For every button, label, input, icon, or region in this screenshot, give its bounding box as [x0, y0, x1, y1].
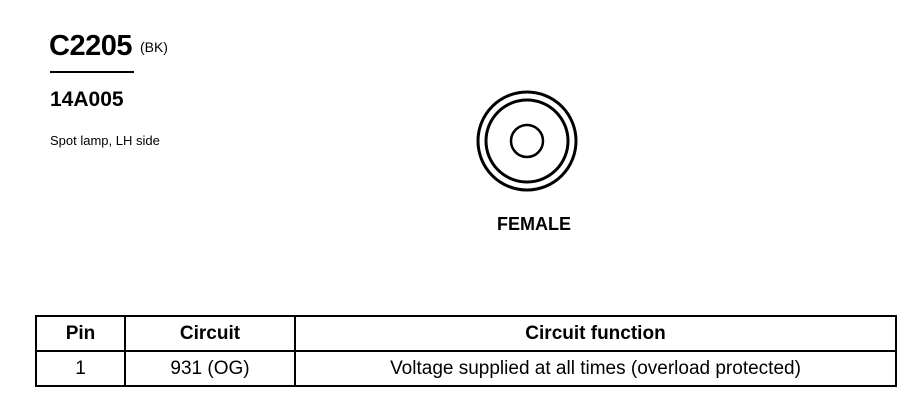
header-underline [50, 71, 134, 73]
column-header-pin: Pin [35, 315, 126, 352]
connector-header: C2205 (BK) [49, 30, 168, 63]
connector-id: C2205 [49, 30, 132, 62]
pin-table-header-row: Pin Circuit Circuit function [35, 315, 897, 352]
column-header-circuit: Circuit [124, 315, 296, 352]
connector-face-diagram [476, 90, 578, 192]
connector-color-code: (BK) [139, 39, 168, 55]
circuit-cell: 931 (OG) [124, 350, 296, 387]
pin-socket [509, 123, 545, 159]
connector-outer-ring [476, 90, 578, 192]
connector-description: Spot lamp, LH side [50, 133, 160, 148]
pin-number-cell: 1 [35, 350, 126, 387]
pin-table: Pin Circuit Circuit function 1 931 (OG) … [35, 315, 897, 387]
circuit-function-cell: Voltage supplied at all times (overload … [294, 350, 897, 387]
connector-gender-label: FEMALE [497, 214, 571, 234]
part-number: 14A005 [50, 88, 124, 111]
column-header-circuit-function: Circuit function [294, 315, 897, 352]
connector-inner-ring [484, 98, 570, 184]
table-row: 1 931 (OG) Voltage supplied at all times… [35, 350, 897, 387]
